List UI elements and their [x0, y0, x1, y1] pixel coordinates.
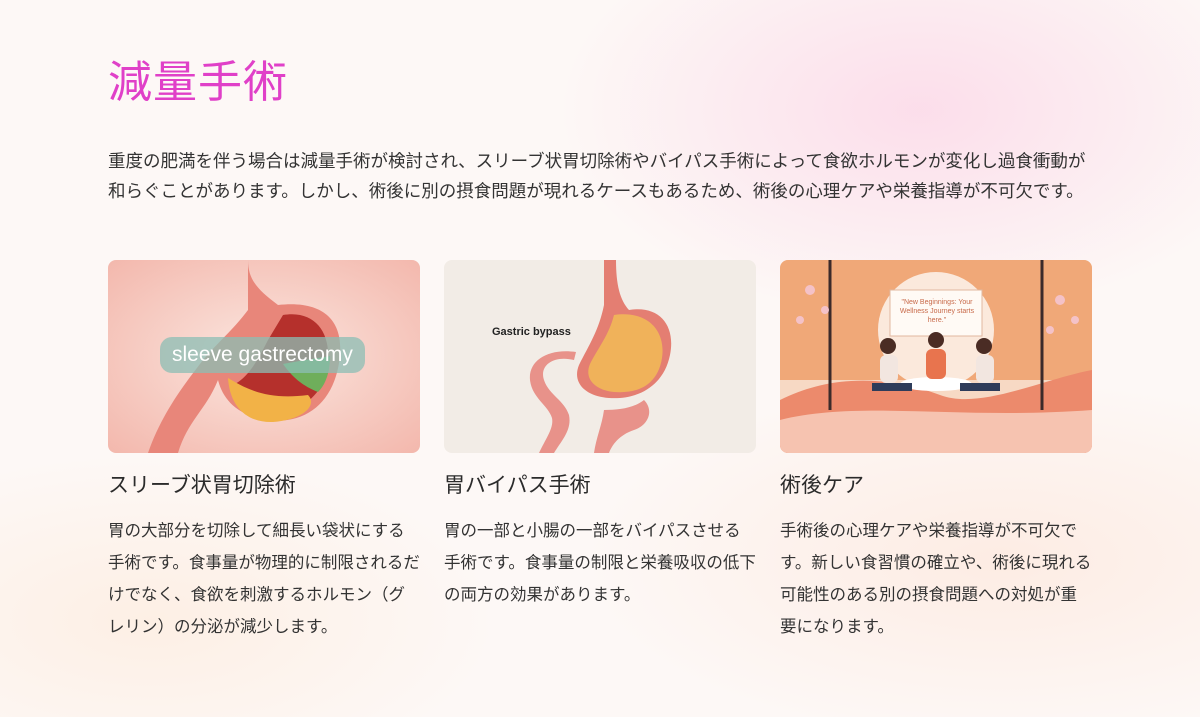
card-sleeve-gastrectomy: sleeve gastrectomy スリーブ状胃切除術 胃の大部分を切除して細…: [108, 260, 420, 643]
card-title-aftercare: 術後ケア: [780, 473, 864, 497]
image-label-sleeve-gastrectomy: sleeve gastrectomy: [160, 337, 365, 373]
page-title: 減量手術: [108, 57, 288, 108]
card-gastric-bypass: Gastric bypass 胃バイパス手術 胃の一部と小腸の一部をバイパスさせ…: [444, 260, 756, 611]
card-text-aftercare: 手術後の心理ケアや栄養指導が不可欠です。新しい食習慣の確立や、術後に現れる可能性…: [780, 521, 1092, 636]
image-sign-text: "New Beginnings: Your Wellness Journey s…: [899, 299, 975, 324]
card-title-sleeve-gastrectomy: スリーブ状胃切除術: [108, 473, 296, 497]
gastric-bypass-image: Gastric bypass: [444, 260, 756, 453]
sleeve-gastrectomy-image: sleeve gastrectomy: [108, 260, 420, 453]
aftercare-image: "New Beginnings: Your Wellness Journey s…: [780, 260, 1092, 453]
image-label-gastric-bypass: Gastric bypass: [492, 326, 571, 338]
card-text-gastric-bypass: 胃の一部と小腸の一部をバイパスさせる手術です。食事量の制限と栄養吸収の低下の両方…: [444, 521, 756, 604]
card-aftercare: "New Beginnings: Your Wellness Journey s…: [780, 260, 1092, 643]
card-title-gastric-bypass: 胃バイパス手術: [444, 473, 591, 497]
card-text-sleeve-gastrectomy: 胃の大部分を切除して細長い袋状にする手術です。食事量が物理的に制限されるだけでな…: [108, 521, 420, 636]
intro-paragraph: 重度の肥満を伴う場合は減量手術が検討され、スリーブ状胃切除術やバイパス手術によっ…: [108, 152, 1086, 202]
